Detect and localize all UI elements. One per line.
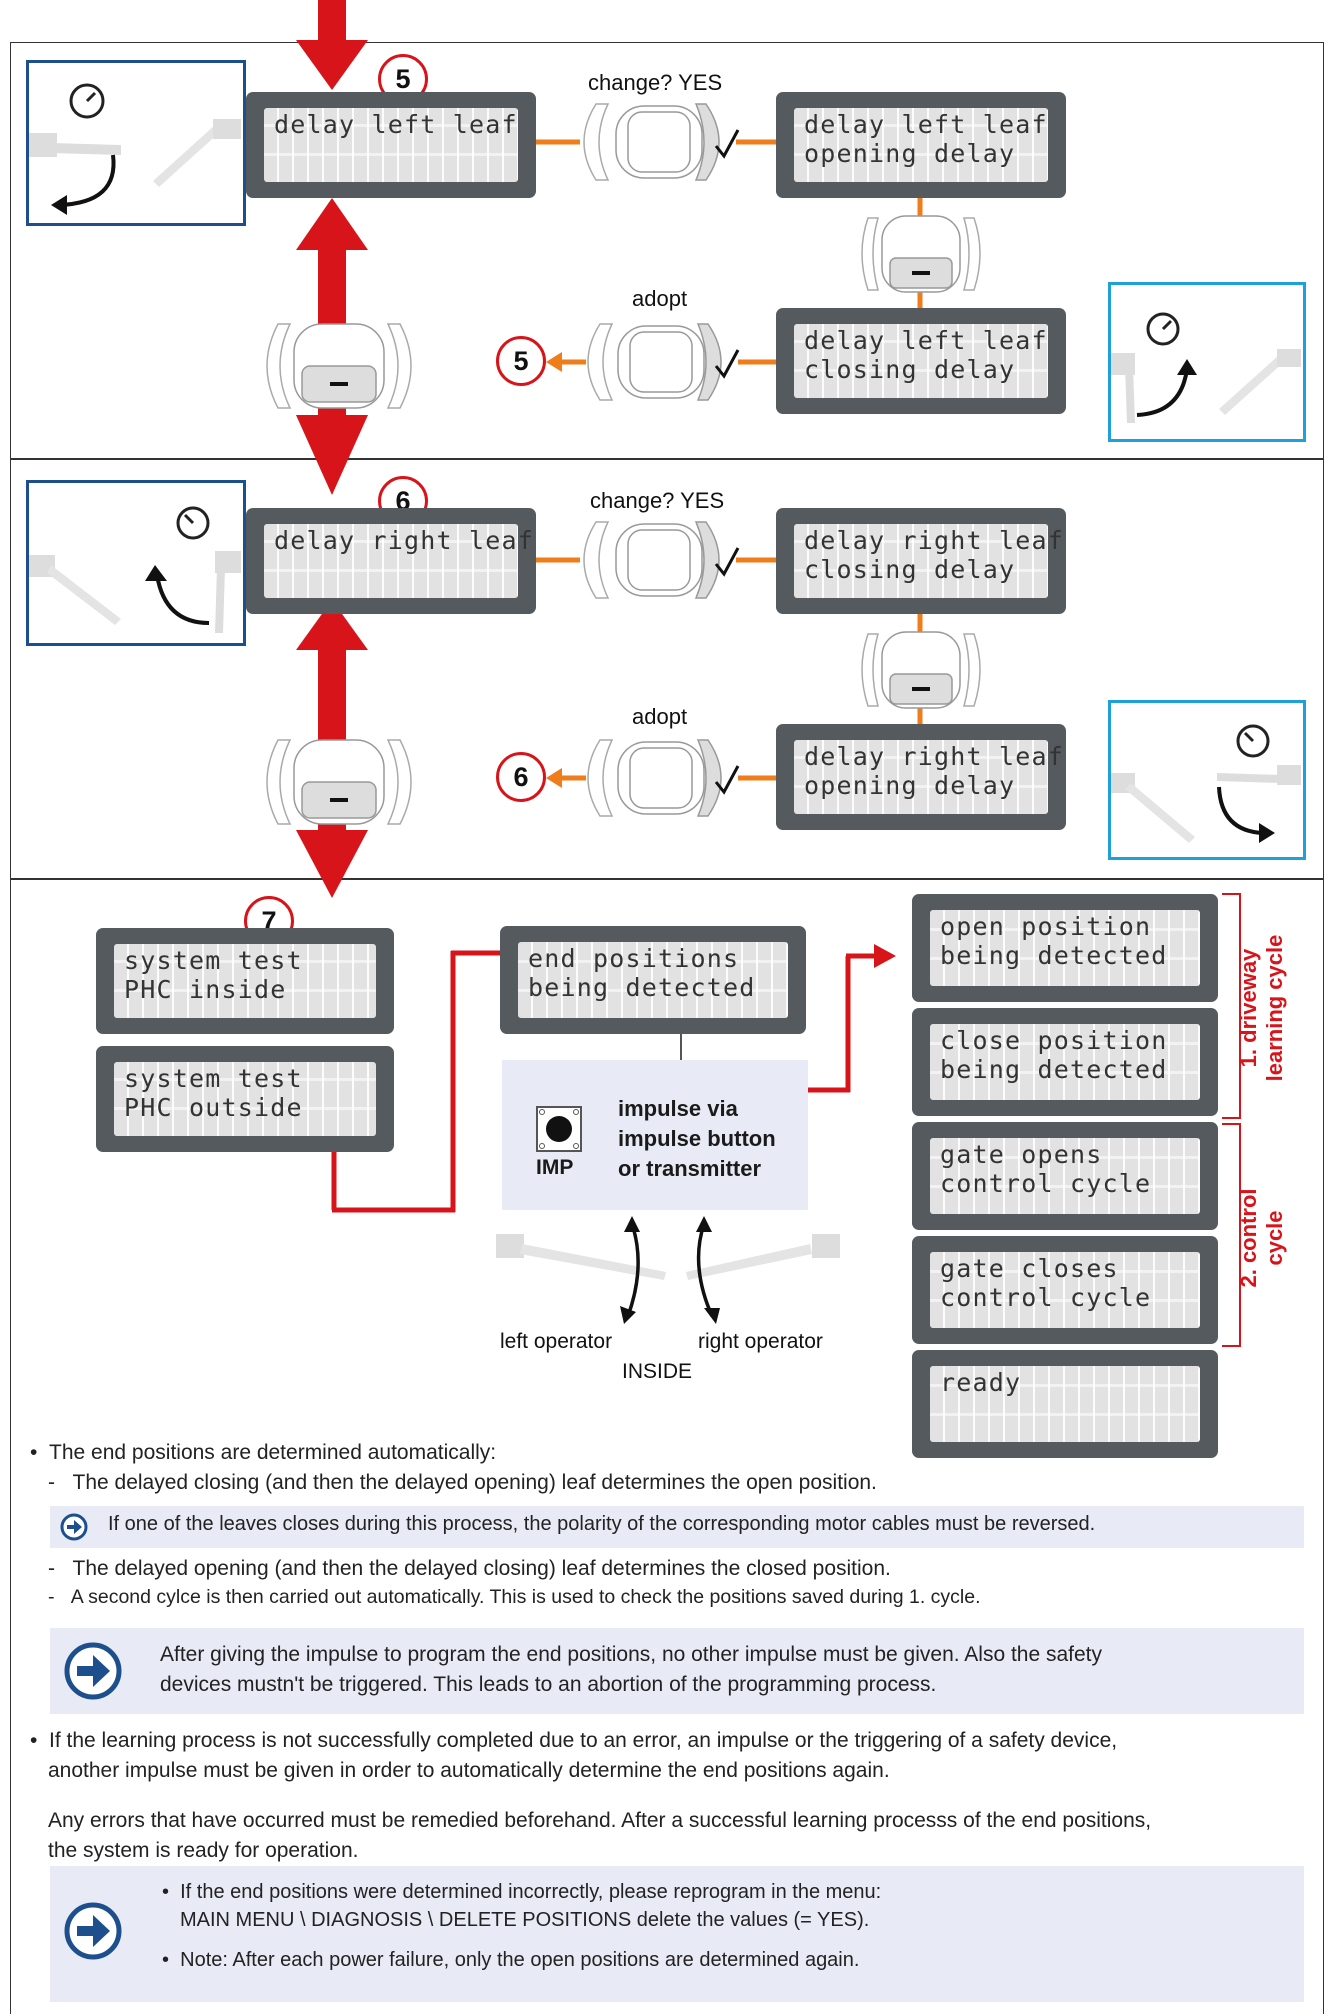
dash-item-3: - A second cylce is then carried out aut… [48, 1586, 981, 1608]
adopt-label: adopt [632, 704, 688, 729]
impulse-text: impulse via impulse button or transmitte… [618, 1096, 776, 1181]
gauge-icon [1146, 312, 1180, 346]
curved-arrow-icon [696, 1223, 714, 1317]
display-ready: ready [912, 1350, 1218, 1458]
display-delay-right-leaf: delay right leaf [246, 508, 536, 614]
checkmark-icon [714, 129, 740, 159]
right-leaf-opening-diagram [1108, 700, 1306, 860]
info-note-no-impulse: After giving the impulse to program the … [50, 1628, 1304, 1714]
button-group-adopt-1[interactable] [546, 320, 776, 404]
impulse-panel: IMP impulse via impulse button or transm… [502, 1060, 808, 1210]
bullet-end-positions: • The end positions are determined autom… [30, 1441, 497, 1464]
arrow-up-icon [296, 600, 368, 650]
gauge-icon [1236, 724, 1270, 758]
minus-button-1[interactable] [256, 320, 422, 412]
info-arrow-icon [64, 1642, 122, 1700]
info-arrow-icon [64, 1902, 122, 1960]
checkmark-icon [714, 547, 740, 577]
info-note-reprogram-text: • If the end positions were determined i… [162, 1881, 882, 1971]
curved-arrow-icon [1136, 368, 1189, 417]
checkmark-icon [714, 765, 740, 795]
imp-label: IMP [536, 1156, 574, 1179]
button-group-yes-2[interactable] [536, 518, 776, 602]
bullet-learning-failed: • If the learning process is not success… [30, 1729, 1118, 1782]
info-note-no-impulse-text: After giving the impulse to program the … [160, 1643, 1103, 1696]
section-right-leaf [10, 458, 1324, 880]
dash-item-1: - The delayed closing (and then the dela… [48, 1471, 877, 1494]
curved-arrow-icon [58, 154, 116, 207]
button-group-adopt-2[interactable] [546, 736, 776, 820]
button-group-yes-1[interactable] [536, 100, 776, 184]
left-leaf-closing-diagram [1108, 282, 1306, 442]
dash-item-2: - The delayed opening (and then the dela… [48, 1557, 891, 1580]
right-operator-label: right operator [698, 1330, 823, 1353]
inside-label: INSIDE [622, 1360, 693, 1383]
display-delay-left-leaf: delay left leaf [246, 92, 536, 198]
arrow-down-icon [296, 830, 368, 898]
checkmark-icon [714, 349, 740, 379]
operators-illustration [496, 1216, 840, 1324]
arrow-down-icon [296, 40, 368, 90]
curved-arrow-icon [1217, 786, 1264, 835]
gauge-icon [176, 506, 210, 540]
back-to-step-5[interactable]: 5 [496, 336, 546, 386]
curved-arrow-icon [155, 574, 210, 625]
left-operator-label: left operator [500, 1330, 613, 1353]
info-note-polarity: If one of the leaves closes during this … [50, 1506, 1304, 1548]
arrow-up-icon [296, 198, 368, 250]
change-yes-label: change? YES [588, 70, 723, 95]
cycle-brackets [1222, 893, 1241, 1347]
paragraph-errors: Any errors that have occurred must be re… [48, 1809, 1152, 1862]
section-left-leaf [10, 42, 1324, 460]
arrow-down-icon [296, 415, 368, 495]
gauge-icon [69, 83, 105, 119]
info-note-reprogram: • If the end positions were determined i… [50, 1866, 1304, 2002]
info-note-polarity-text: If one of the leaves closes during this … [108, 1513, 1096, 1535]
minus-button-2[interactable] [256, 736, 422, 828]
minus-button-vertical-1[interactable] [846, 198, 996, 308]
minus-button-vertical-2[interactable] [846, 614, 996, 726]
back-to-step-6[interactable]: 6 [496, 752, 546, 802]
gate-leaf-icon [29, 83, 241, 215]
change-yes-label: change? YES [590, 488, 725, 513]
right-leaf-closing-diagram [26, 480, 246, 646]
left-leaf-opening-diagram [26, 60, 246, 226]
push-button-icon[interactable] [536, 1106, 582, 1152]
curved-arrow-icon [626, 1223, 640, 1317]
info-arrow-icon [60, 1513, 88, 1541]
section-end-positions [10, 878, 1324, 2014]
adopt-label: adopt [632, 286, 688, 311]
